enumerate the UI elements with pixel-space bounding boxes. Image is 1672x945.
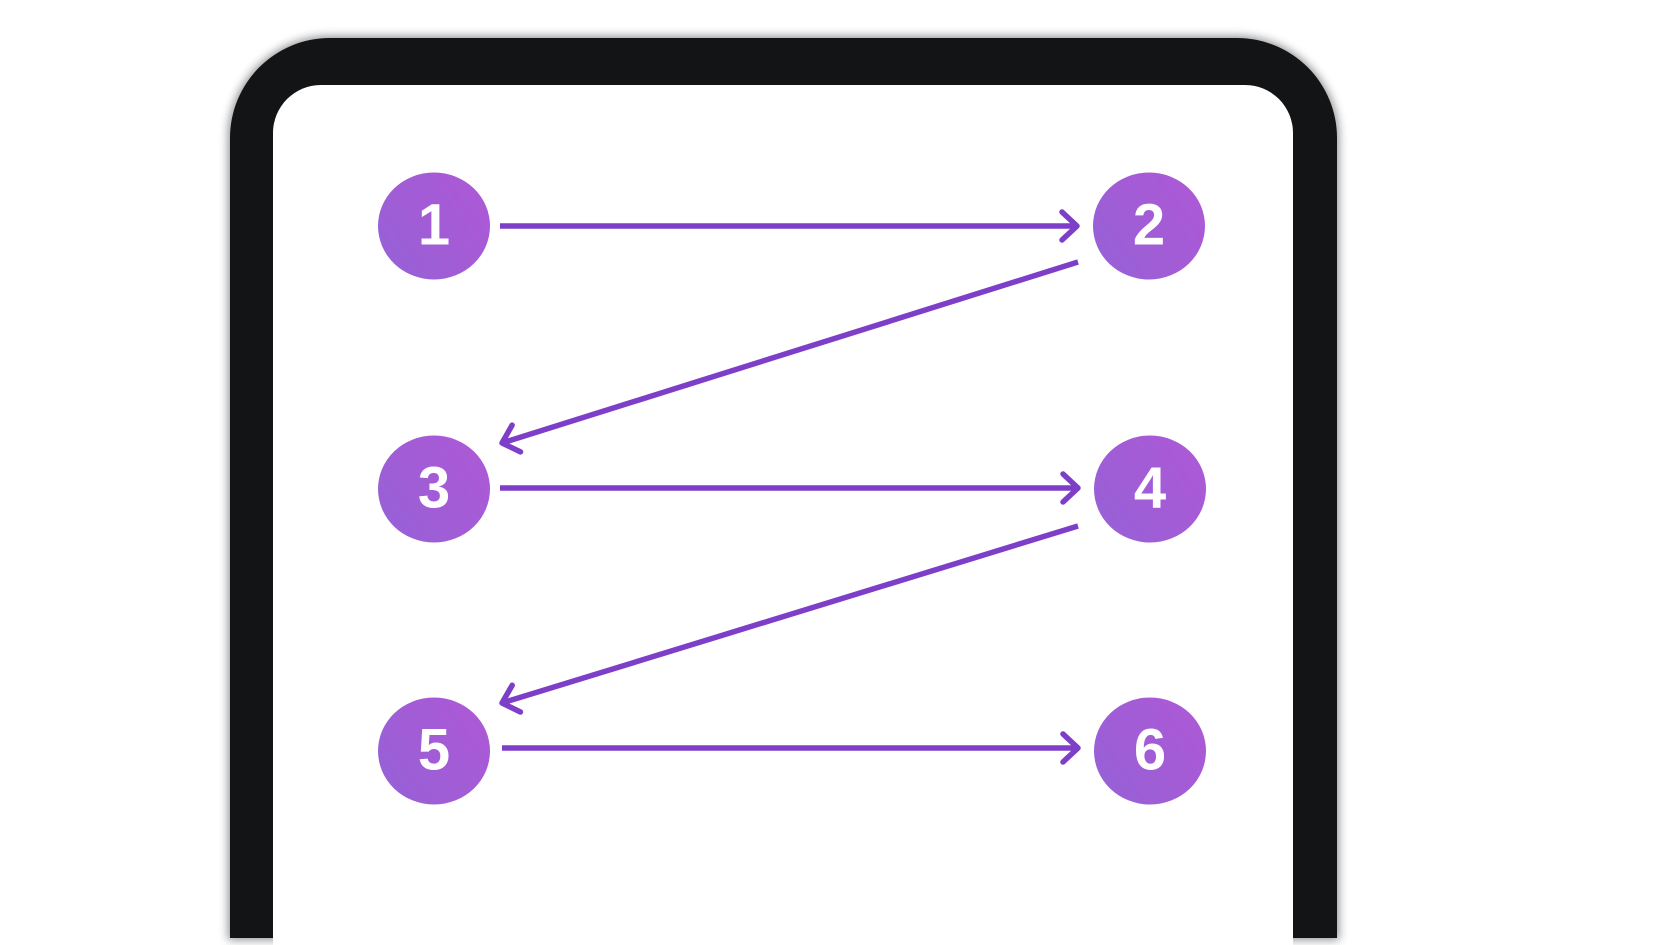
page-background: { "diagram": { "description": "numbered-… [230,38,1337,938]
step-node-3: 3 [378,435,490,543]
step-node-label: 3 [417,455,451,520]
step-node-1: 1 [378,172,490,280]
step-node-label: 5 [417,717,451,782]
step-node-label: 6 [1133,717,1167,782]
step-node-2: 2 [1093,172,1205,280]
step-node-label: 1 [417,192,451,257]
step-node-label: 2 [1132,192,1166,257]
step-node-4: 4 [1094,435,1206,543]
step-node-label: 4 [1133,455,1167,520]
step-node-6: 6 [1094,697,1206,805]
step-node-5: 5 [378,697,490,805]
node-layer: 1 2 3 4 5 6 [378,172,1206,805]
